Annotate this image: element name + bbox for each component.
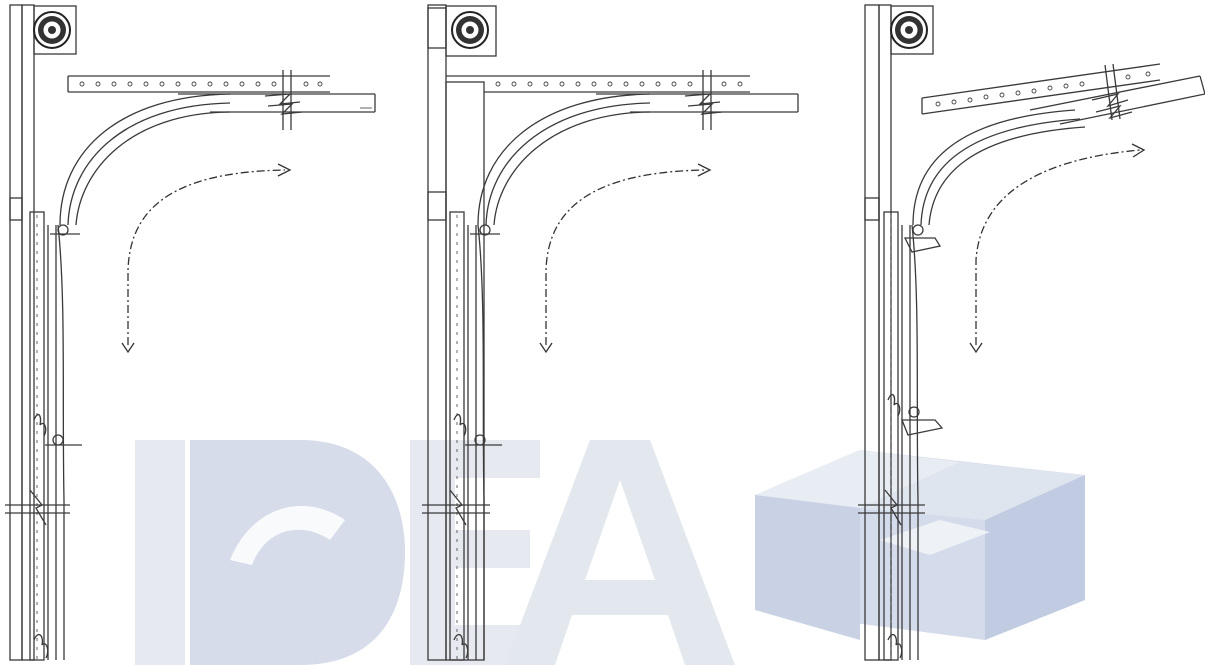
horizontal-track: [446, 70, 799, 130]
radius-track: [59, 93, 231, 226]
watermark-letter-d: [190, 440, 405, 665]
roller-bracket-middle: [465, 434, 502, 446]
panel-standard-lift: [5, 4, 376, 661]
door-motion-arrow: [969, 143, 1146, 354]
roller-bracket-middle: [45, 434, 82, 446]
watermark-letter-i: [135, 440, 185, 665]
horizontal-track: [67, 70, 376, 130]
idea-watermark-logo: [135, 440, 1085, 665]
door-motion-arrow: [539, 163, 712, 354]
inclined-track: [921, 63, 1205, 125]
track-break-symbol: [858, 489, 925, 526]
left-wall-post: [9, 4, 23, 661]
side-jamb: [445, 81, 485, 661]
spring-drum: [445, 5, 497, 57]
track-break-symbol: [5, 489, 70, 526]
hinge-bracket-middle: [901, 406, 944, 436]
radius-track: [477, 93, 651, 226]
door-motion-arrow: [121, 163, 292, 354]
vertical-track: [883, 211, 919, 661]
panel-standard-lift-extended-frame: [422, 4, 799, 661]
roller-bracket-top: [470, 224, 500, 236]
hinge-bracket-top: [903, 224, 942, 253]
roller-bracket-top: [50, 224, 80, 236]
panel-inclined-lift: [858, 4, 1205, 661]
spring-drum: [890, 5, 934, 55]
track-break-symbol: [422, 489, 490, 526]
watermark-letter-e: [410, 440, 545, 665]
vertical-track: [29, 211, 65, 661]
radius-track: [912, 109, 1086, 226]
side-jamb: [21, 4, 35, 661]
spring-drum: [33, 5, 77, 55]
vertical-track: [449, 211, 485, 661]
watermark-cube-block: [755, 450, 1085, 640]
